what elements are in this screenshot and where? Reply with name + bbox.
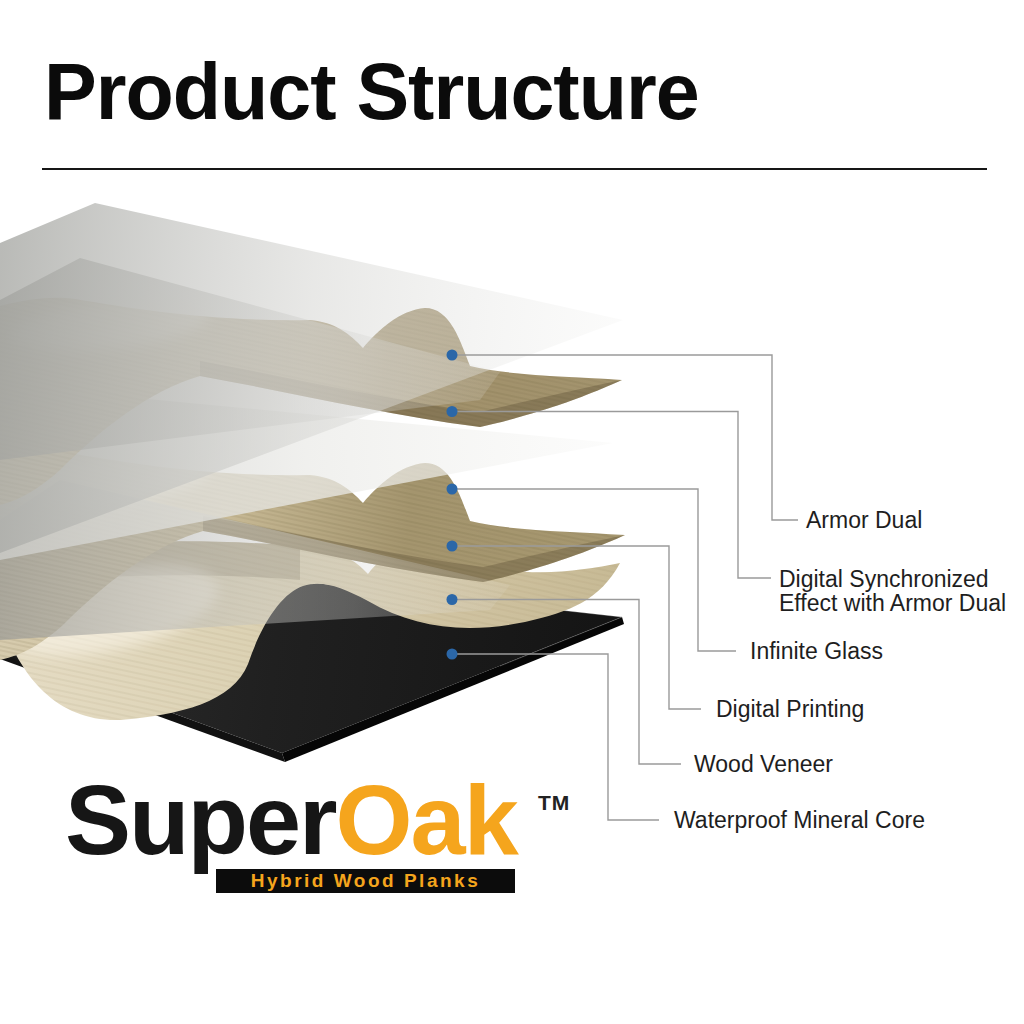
page-title: Product Structure bbox=[44, 52, 699, 131]
label-waterproof-mineral-core: Waterproof Mineral Core bbox=[674, 808, 925, 832]
dot-waterproof-mineral-core bbox=[447, 649, 458, 660]
dot-digital-synchronized bbox=[447, 406, 458, 417]
trademark-symbol: TM bbox=[538, 791, 570, 815]
dot-infinite-glass bbox=[447, 484, 458, 495]
label-digital-synchronized: Digital SynchronizedEffect with Armor Du… bbox=[779, 567, 1006, 615]
brand-name: SuperOak bbox=[65, 770, 517, 869]
label-infinite-glass: Infinite Glass bbox=[750, 639, 883, 663]
dot-wood-veneer bbox=[447, 594, 458, 605]
dot-armor-dual bbox=[447, 350, 458, 361]
brand-logo: SuperOak TM Hybrid Wood Planks bbox=[65, 770, 585, 910]
brand-tagline-bar: Hybrid Wood Planks bbox=[216, 869, 515, 893]
dot-digital-printing bbox=[447, 541, 458, 552]
label-digital-printing: Digital Printing bbox=[716, 697, 864, 721]
label-armor-dual: Armor Dual bbox=[806, 508, 922, 532]
title-underline bbox=[42, 168, 987, 170]
label-wood-veneer: Wood Veneer bbox=[694, 752, 833, 776]
